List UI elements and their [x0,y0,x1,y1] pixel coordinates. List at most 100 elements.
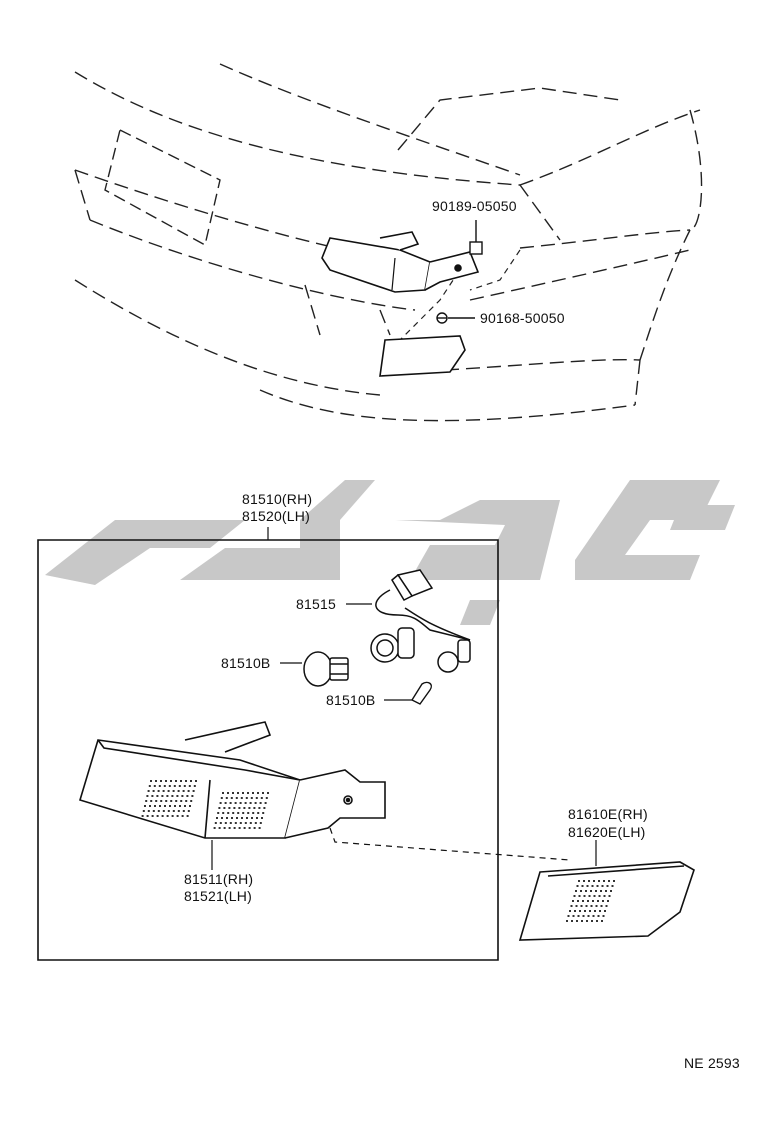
bulb-small [410,681,432,705]
lens-dot [611,885,614,887]
lens-dot [221,817,223,819]
lens-dot [225,797,228,799]
lens-dot [584,910,586,912]
callout-top-bolt: 90189-05050 [432,198,517,214]
lens-dot [606,885,609,887]
lens-dot [175,780,177,782]
lens-dot [263,807,266,809]
lens-dot [155,780,157,782]
lens-dot [260,797,263,799]
lens-dot [583,895,586,897]
lens-dot [181,795,184,797]
lens-dot [256,817,258,819]
lens-dot [170,780,172,782]
lens-dot [243,807,246,809]
lens-dot [578,880,580,882]
lens-dot [262,812,265,814]
lens-dot [177,790,180,792]
lens-dot [582,900,584,902]
lens-dot [607,900,609,902]
lens-dot [180,800,183,802]
lens-dot [252,812,255,814]
lens-dot [239,822,242,824]
lens-dot [605,890,607,892]
lens-dot [243,827,246,829]
lens-dot [171,815,174,817]
lens-dot [182,810,185,812]
lens-dot [219,822,222,824]
lens-dot [233,807,236,809]
lens-dot [155,800,158,802]
lens-dot [162,810,165,812]
lens-dot [156,815,159,817]
lens-dot [222,812,225,814]
lens-dot [569,910,571,912]
lens-dot [229,802,232,804]
lens-dot [220,797,223,799]
lens-dot [259,822,262,824]
callout-lens-lh: 81521(LH) [184,888,252,904]
lens-dot [189,805,191,807]
lens-dot [242,812,245,814]
lens-dot [578,895,581,897]
lens-dot [590,905,593,907]
leader-lines [211,603,597,870]
lens-dot [218,827,221,829]
lens-dot [571,920,573,922]
lens-dot [149,805,151,807]
lens-dot [600,905,603,907]
lens-dot [147,810,150,812]
lens-dot [586,885,589,887]
lens-dot [589,910,591,912]
lens-dot [267,792,269,794]
lens-dot [603,895,606,897]
lens-dot [593,880,595,882]
lens-dot [248,807,251,809]
lens-dot [146,795,149,797]
lens-dot [250,797,253,799]
lens-dot [248,827,251,829]
lens-dot [185,800,188,802]
lens-dot [177,810,180,812]
lens-dot [592,915,595,917]
lens-dot [586,920,588,922]
lens-dot [579,910,581,912]
lens-dot [169,805,171,807]
side-marker-pattern [566,880,615,922]
main-lens [79,721,386,839]
lens-dot [187,790,190,792]
lens-dot [254,802,257,804]
lens-dot [160,800,163,802]
lens-dot [188,785,191,787]
lens-dot [190,780,192,782]
lens-dot [239,802,242,804]
lens-dot [577,915,580,917]
lens-dot [146,815,149,817]
lens-dot [577,900,579,902]
lens-dot [153,785,156,787]
lens-dot [192,790,195,792]
lens-dot [581,885,584,887]
lens-dot [234,822,237,824]
callout-side-lh: 81620E(LH) [568,824,646,840]
lens-dot [247,792,249,794]
lens-dot [187,810,190,812]
watermark-logo [45,480,735,625]
lens-dot [148,785,151,787]
lens-dot [603,880,605,882]
lens-dot [264,802,267,804]
lens-dot [587,900,589,902]
lens-dot [587,915,590,917]
lens-dot [262,792,264,794]
lens-dot [598,880,600,882]
lens-dot [195,780,197,782]
lens-dot [165,780,167,782]
lens-dot [572,915,575,917]
callout-bulb-small: 81510B [326,692,376,708]
lens-dot [604,910,606,912]
lens-dot [597,900,599,902]
lens-dot [592,900,594,902]
lens-dot [186,815,189,817]
lens-dot [602,900,604,902]
lens-dot [246,817,248,819]
